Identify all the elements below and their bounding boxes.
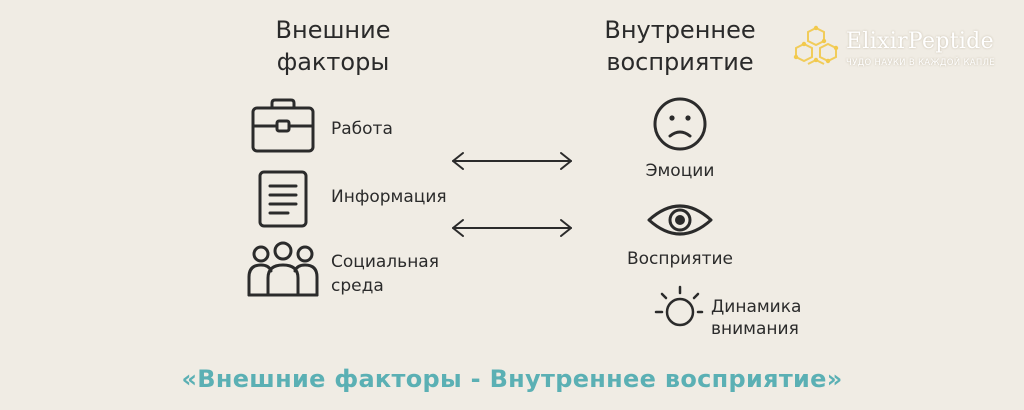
internal-perception-heading: Внутреннее восприятие — [604, 16, 756, 76]
document-icon — [258, 170, 308, 228]
emotions-label: Эмоции — [645, 161, 715, 181]
people-group-icon — [247, 241, 319, 297]
sun-icon — [654, 285, 704, 327]
logo-name: ElixirPeptide — [846, 29, 994, 54]
work-label: Работа — [331, 119, 393, 139]
social-environment-label: Социальная среда — [331, 252, 439, 296]
double-arrow-icon — [452, 219, 572, 237]
caption: «Внешние факторы - Внутреннее восприятие… — [181, 365, 843, 393]
molecule-logo-icon — [793, 25, 839, 65]
perception-label: Восприятие — [626, 249, 733, 269]
briefcase-icon — [251, 98, 315, 153]
double-arrow-icon — [452, 152, 572, 170]
external-factors-heading: Внешние факторы — [275, 16, 391, 76]
information-label: Информация — [331, 187, 447, 207]
sad-face-icon — [653, 97, 707, 151]
eye-icon — [647, 204, 713, 236]
logo-tagline: ЧУДО НАУКИ В КАЖДОЙ КАПЛЕ — [846, 58, 995, 68]
attention-dynamics-label: Динамика внимания — [711, 297, 802, 339]
